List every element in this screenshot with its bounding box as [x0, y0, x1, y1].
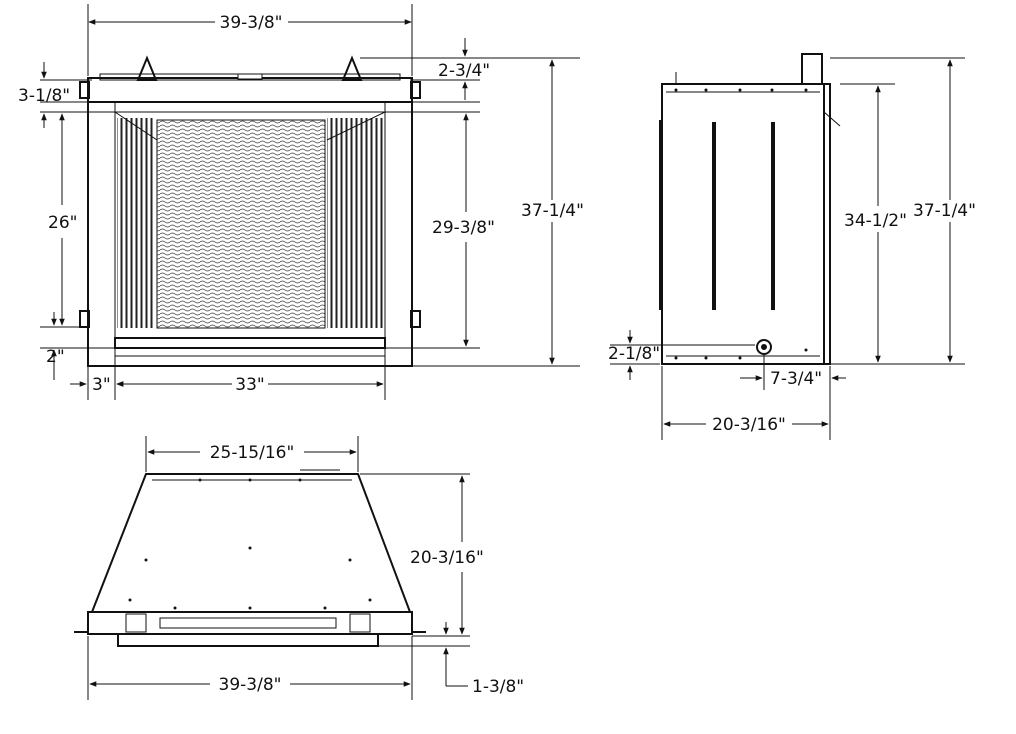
front-left-top-offset-label: 3-1/8": [18, 86, 70, 106]
front-left-bracket: [136, 55, 158, 81]
front-overall-width-label: 39-3/8": [220, 13, 283, 33]
front-view: [79, 55, 421, 367]
side-gas-inlet-height-label: 2-1/8": [608, 344, 660, 364]
top-front-width-label: 39-3/8": [219, 675, 282, 695]
side-dimensions: 34-1/2" 37-1/4" 2-1/8" 7-3/4" 20-3/16": [608, 57, 976, 440]
top-flange-label: 1-3/8": [472, 677, 524, 697]
right-louver: [327, 118, 383, 328]
front-right-bracket: [341, 55, 363, 81]
front-bottom-offset-label: 2": [46, 347, 65, 367]
top-rear-width-label: 25-15/16": [210, 443, 295, 463]
top-depth-label: 20-3/16": [410, 548, 484, 568]
firebox-refractory: [156, 119, 326, 329]
side-overall-height-label: 37-1/4": [913, 201, 976, 221]
side-slot-right: [771, 122, 775, 310]
front-top-header: [87, 77, 413, 103]
front-top-offset-label: 2-3/4": [438, 61, 490, 81]
front-dimensions: 39-3/8" 2-3/4" 3-1/8" 26" 2" 29-3/8" 37-…: [18, 4, 584, 400]
side-body: [661, 83, 825, 365]
top-view: [74, 469, 426, 647]
side-gas-inlet-offset-label: 7-3/4": [770, 369, 822, 389]
front-inner-height-right-label: 29-3/8": [432, 218, 495, 238]
front-inner-height-left-label: 26": [48, 213, 77, 233]
side-vent-collar: [801, 53, 823, 85]
side-depth-label: 20-3/16": [712, 415, 786, 435]
side-slot-left: [712, 122, 716, 310]
side-view: [659, 53, 841, 365]
front-opening-width-label: 33": [235, 375, 264, 395]
top-dimensions: 25-15/16" 20-3/16" 1-3/8" 39-3/8": [87, 436, 524, 700]
front-overall-height-label: 37-1/4": [521, 201, 584, 221]
top-front-frame: [87, 611, 413, 635]
front-side-margin-label: 3": [92, 375, 111, 395]
left-louver: [117, 118, 155, 328]
top-body: [90, 473, 412, 613]
side-inner-height-label: 34-1/2": [844, 211, 907, 231]
